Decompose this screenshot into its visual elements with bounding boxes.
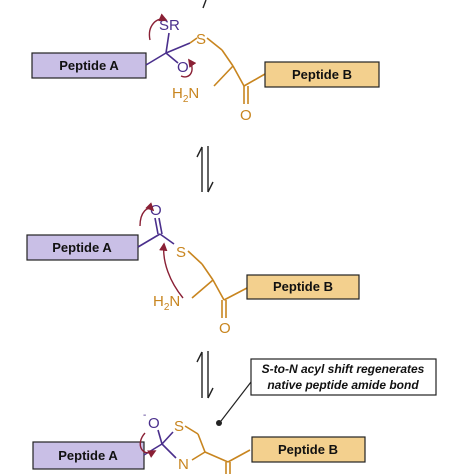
peptide-a-box (32, 441, 145, 470)
peptide-a-label: Peptide A (59, 58, 119, 73)
amine-group: H2N (172, 85, 199, 105)
stage-1-tetrahedral-intermediate: Peptide A SR O - S H2N O Peptide B (31, 13, 380, 124)
stage-2-thioester-intermediate: Peptide A O S H2N O Peptide B (26, 202, 360, 337)
carbonyl-oxygen: O (240, 107, 252, 124)
peptide-a-box (31, 52, 147, 79)
peptide-b-box (264, 61, 380, 88)
equilibrium-arrows-icon (196, 351, 214, 399)
equilibrium-arrows-icon (202, 0, 207, 9)
carbonyl-oxygen: O (150, 202, 162, 219)
curved-arrow-icon (148, 13, 168, 41)
curved-arrow-icon (139, 432, 157, 458)
curved-arrow-icon (180, 58, 197, 78)
peptide-a-label: Peptide A (58, 448, 118, 463)
peptide-b-label: Peptide B (278, 442, 338, 457)
annotation-line-2: native peptide amide bond (267, 378, 419, 392)
peptide-a-label: Peptide A (52, 240, 112, 255)
peptide-b-label: Peptide B (273, 279, 333, 294)
annotation-callout: S-to-N acyl shift regenerates native pep… (216, 358, 437, 426)
oxygen-charge: - (143, 410, 146, 421)
curved-arrow-icon (139, 202, 155, 227)
nitrogen-atom: N (178, 456, 189, 473)
peptide-b-box (251, 436, 366, 463)
curved-arrow-icon (159, 242, 184, 299)
equilibrium-arrows-icon (196, 146, 214, 193)
carbonyl-oxygen: O (219, 320, 231, 337)
sulfur-atom: S (196, 31, 206, 48)
annotation-line-1: S-to-N acyl shift regenerates (262, 362, 425, 376)
peptide-b-label: Peptide B (292, 67, 352, 82)
amine-group: H2N (153, 293, 180, 313)
stage-3-cyclic-intermediate: Peptide A - O S N Peptide B (32, 410, 366, 474)
sulfur-atom: S (174, 418, 184, 435)
sr-group: SR (159, 17, 180, 34)
peptide-b-box (246, 274, 360, 300)
annotation-box (250, 358, 437, 396)
oxygen-anion: O (148, 415, 160, 432)
peptide-a-box (26, 234, 139, 261)
oxygen-anion: O (177, 59, 189, 76)
sulfur-atom: S (176, 244, 186, 261)
